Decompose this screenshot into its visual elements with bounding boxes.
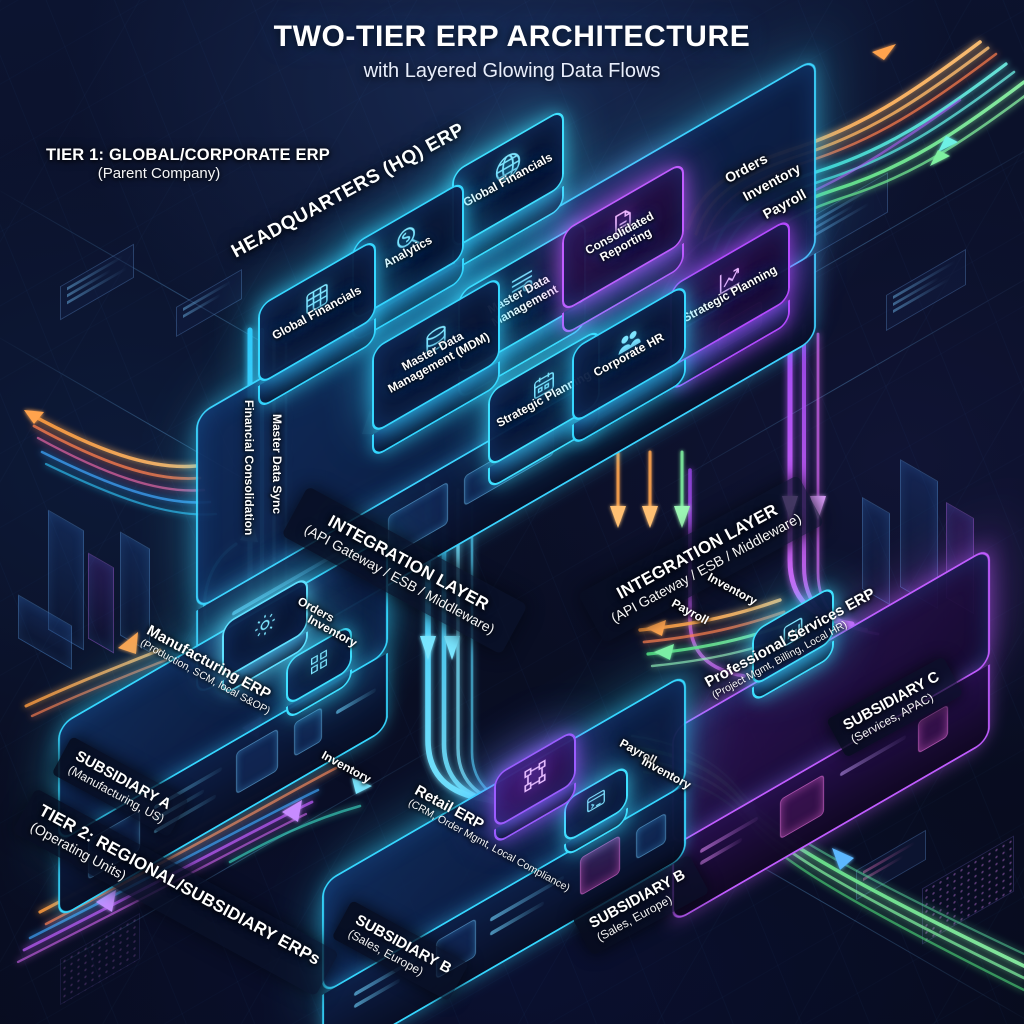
tier1-sublabel: (Parent Company)	[97, 165, 221, 182]
tier1-callout: TIER 1: GLOBAL/CORPORATE ERP (Parent Com…	[46, 146, 330, 182]
page-title: TWO-TIER ERP ARCHITECTURE	[273, 20, 751, 53]
hq-module-corporate-hr[interactable]: Corporate HR	[572, 283, 686, 447]
hq-module-global-financials-a[interactable]: Global Financials	[452, 107, 564, 273]
hq-module-strategic-planning-b[interactable]: Strategic Planning	[670, 217, 790, 393]
hq-module-global-financials-b[interactable]: Global Financials	[258, 237, 376, 411]
subsidiary-c-erp-icon-cube[interactable]	[752, 584, 834, 704]
subsidiary-b-erp-icon-cube[interactable]	[494, 728, 576, 846]
background-tower	[862, 496, 890, 606]
hq-module-mdm[interactable]: Master Data Management (MDM)	[372, 275, 500, 459]
page-subtitle: with Layered Glowing Data Flows	[363, 60, 661, 82]
tier1-label: TIER 1: GLOBAL/CORPORATE ERP	[46, 146, 330, 164]
hq-module-consolidated-reporting[interactable]: Consolidated Reporting	[562, 160, 684, 338]
subsidiary-a-erp-icon-cube[interactable]	[222, 575, 308, 697]
title-block: TWO-TIER ERP ARCHITECTURE with Layered G…	[0, 20, 1024, 83]
